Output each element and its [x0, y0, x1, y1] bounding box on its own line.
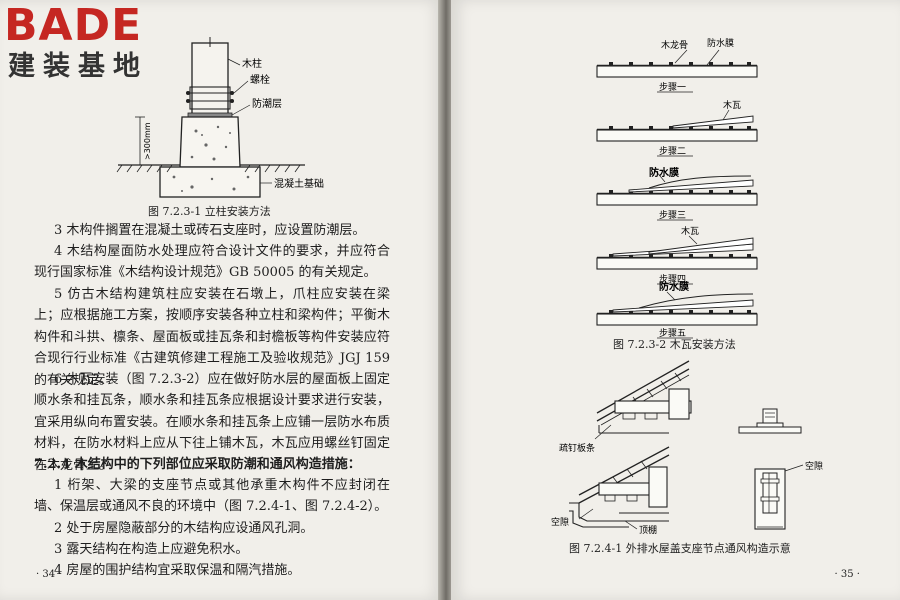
wood-tile-installation-figure: 木龙骨 防水膜 步骤一 木瓦 步骤二: [596, 37, 758, 339]
gap-label-right: 空隙: [805, 460, 823, 472]
step-four-drawing: 木瓦 步骤四: [596, 225, 758, 285]
logo-wordmark: BADE: [4, 0, 143, 51]
wall-section-lower: [754, 468, 786, 530]
eave-detail-lower: [569, 446, 670, 528]
figure-caption: 图 7.2.3-1 立柱安装方法: [148, 205, 271, 218]
moisture-layer-label: 防潮层: [252, 97, 282, 110]
paragraph: 3 木构件搁置在混凝土或砖石支座时，应设置防潮层。: [54, 223, 366, 238]
left-page: BADE 建装基地: [0, 0, 443, 600]
column-installation-figure: >300mm 木柱 螺栓 防潮层 混凝土基础: [116, 37, 324, 198]
bade-logo: BADE 建装基地: [4, 2, 180, 84]
tile-label: 木瓦: [723, 99, 741, 111]
paragraph: 2 处于房屋隐蔽部分的木结构应设通风孔洞。: [54, 521, 314, 536]
bolt-label: 螺栓: [250, 73, 270, 86]
paragraph: 4 房屋的围护结构宜采取保温和隔汽措施。: [54, 563, 301, 578]
step-four-label: 步骤四: [659, 274, 686, 285]
step-five-label: 步骤五: [659, 328, 686, 339]
figure-caption: 图 7.2.3-2 木瓦安装方法: [613, 338, 736, 351]
logo-subtitle: 建装基地: [8, 51, 148, 82]
paragraph: 6 木瓦安装（图 7.2.3-2）应在做好防水层的屋面板上固定顺水条和挂瓦条，顺…: [34, 372, 390, 473]
ceiling-label: 顶棚: [639, 524, 657, 536]
membrane-label-step3: 防水膜: [649, 166, 679, 179]
eave-detail-upper: [596, 360, 692, 434]
gap-label-left: 空隙: [551, 516, 569, 528]
step-five-drawing: 防水膜 步骤五: [596, 280, 758, 339]
right-page: 木龙骨 防水膜 步骤一 木瓦 步骤二: [451, 0, 900, 600]
paragraph: 5 仿古木结构建筑柱应安装在石墩上，爪柱应安装在梁上；应根据施工方案，按顺序安装…: [34, 287, 390, 388]
tile-label-step4: 木瓦: [681, 225, 699, 237]
step-one-label: 步骤一: [659, 82, 686, 93]
step-two-drawing: 木瓦 步骤二: [596, 99, 758, 157]
batten-label: 木龙骨: [661, 39, 688, 51]
book-gutter: [438, 0, 454, 600]
step-three-label: 步骤三: [659, 210, 686, 221]
page-number: · 34 ·: [36, 569, 62, 580]
vent-strip-label: 疏钉板条: [559, 442, 595, 454]
depth-label: >300mm: [143, 122, 152, 160]
concrete-base-label: 混凝土基础: [274, 177, 324, 190]
step-two-label: 步骤二: [659, 146, 686, 157]
ventilation-detail-figure: 疏钉板条 空隙 顶棚: [551, 360, 823, 536]
paragraph: 4 木结构屋面防水处理应符合设计文件的要求，并应符合现行国家标准《木结构设计规范…: [34, 244, 390, 281]
section-heading: 7.2.4 木结构中的下列部位应采取防潮和通风构造措施：: [34, 457, 361, 472]
column-label: 木柱: [242, 57, 262, 70]
wall-section-upper: [738, 408, 802, 434]
figure-caption: 图 7.2.4-1 外排水屋盖支座节点通风构造示意: [569, 542, 791, 555]
paragraph: 3 露天结构在构造上应避免积水。: [54, 542, 249, 557]
membrane-label: 防水膜: [707, 37, 734, 49]
page-number: · 35 ·: [834, 569, 860, 580]
paragraph: 1 桁架、大梁的支座节点或其他承重木构件不应封闭在墙、保温层或通风不良的环境中（…: [34, 478, 390, 515]
step-one-drawing: 木龙骨 防水膜 步骤一: [596, 37, 758, 93]
membrane-label-step5: 防水膜: [659, 280, 689, 293]
step-three-drawing: 防水膜 步骤三: [596, 166, 758, 221]
